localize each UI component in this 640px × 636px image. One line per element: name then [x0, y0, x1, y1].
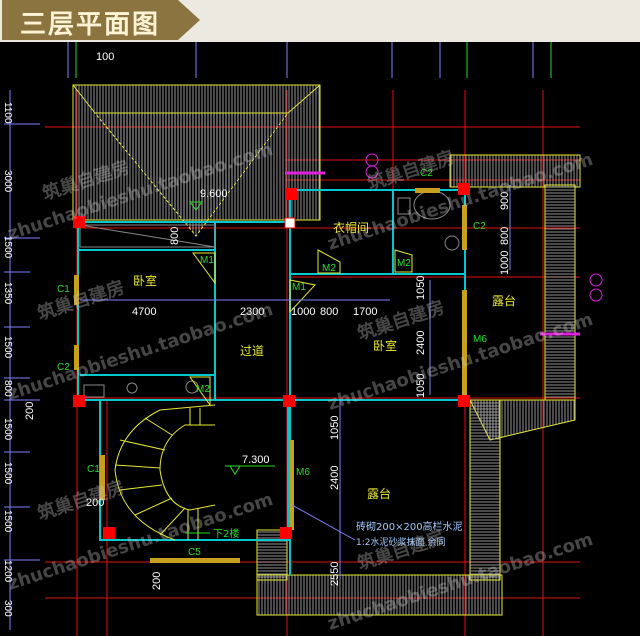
room-corridor: 过道: [240, 344, 264, 358]
window-label: C1: [57, 284, 70, 295]
window-label: C5: [188, 547, 201, 558]
dim-label: 800: [2, 380, 13, 397]
dimension-labels: 4700 2300 1000 800 1700 1050 2400 1050 8…: [24, 192, 511, 590]
room-terrace-bottom: 露台: [367, 486, 391, 501]
note-leader: [291, 504, 356, 541]
inner-dimension-lines: [80, 185, 511, 578]
dim-1050: 1050: [415, 374, 427, 398]
dim-label: 1500: [2, 336, 13, 359]
page-title: 三层平面图: [20, 10, 161, 40]
door-label: M1: [200, 255, 214, 266]
dim-2550: 2550: [329, 562, 341, 586]
roof-slope: [72, 84, 321, 237]
dim-label: 1200: [2, 560, 13, 583]
top-ticks: [67, 42, 534, 78]
dim-label: 1100: [2, 102, 13, 124]
room-bedroom-right: 卧室: [373, 338, 397, 353]
dim-1050: 1050: [329, 416, 341, 440]
door-label: M2: [397, 258, 411, 269]
dim-1700: 1700: [353, 306, 377, 318]
dim-800: 800: [499, 227, 511, 245]
fixtures: [79, 190, 460, 398]
note-line-2: 1:2水泥砂浆抹面 余同: [356, 536, 445, 548]
left-dimension-chain: [4, 90, 40, 630]
room-labels: 衣帽间 卧室 卧室 过道 露台 露台: [133, 220, 516, 501]
column-marker: [284, 217, 296, 229]
level-marker-icon: [229, 465, 241, 475]
window-label: C2: [473, 221, 486, 232]
dim-2300: 2300: [240, 306, 264, 318]
left-dimension-labels: 1100 3000 1500 1350 1500 800 1500 1500 1…: [2, 102, 13, 617]
section-callouts: [285, 153, 603, 336]
dim-800: 800: [320, 306, 338, 318]
dim-900: 900: [499, 192, 511, 210]
dim-label: 1350: [2, 282, 13, 305]
dim-4700: 4700: [132, 306, 156, 318]
dim-200: 200: [151, 572, 163, 590]
floor-plan: 1100 3000 1500 1350 1500 800 1500 1500 1…: [0, 42, 640, 636]
room-bedroom-left: 卧室: [133, 273, 157, 288]
dim-label: 3000: [2, 170, 13, 193]
room-wardrobe: 衣帽间: [333, 220, 369, 235]
windows: [74, 188, 467, 563]
roof-level: 9.600: [200, 188, 228, 200]
level-marker-icon: [189, 201, 203, 211]
dim-label: 1500: [2, 462, 13, 485]
window-label: C2: [420, 168, 433, 179]
dim-2400: 2400: [329, 466, 341, 490]
dim-800: 800: [169, 227, 181, 245]
dim-1000: 1000: [291, 306, 315, 318]
dim-2400: 2400: [415, 331, 427, 355]
door-swings: [189, 249, 413, 407]
dim-label: 1500: [2, 510, 13, 533]
dim-label: 1500: [2, 236, 13, 259]
dim-1000: 1000: [499, 251, 511, 275]
window-label: C1: [87, 464, 100, 475]
dim-200: 200: [86, 497, 104, 509]
floor-level: 7.300: [242, 454, 270, 466]
door-label: M2: [196, 384, 210, 395]
door-label: M1: [292, 282, 306, 293]
opening-labels: M1 M1 M2 M2 M2 M6 M6 C1 C1 C2 C2 C2 C5: [57, 168, 487, 558]
stairs-label: 下2楼: [213, 527, 239, 540]
room-terrace-right: 露台: [492, 293, 516, 308]
dim-top: 100: [96, 51, 114, 63]
door-label: M6: [296, 467, 310, 478]
window-label: C2: [57, 362, 70, 373]
columns: [73, 183, 470, 539]
header-banner: 三层平面图: [0, 0, 640, 42]
dim-1050: 1050: [415, 276, 427, 300]
title-tab-arrow: [178, 0, 200, 40]
title-tab: [2, 0, 178, 40]
spiral-staircase: [114, 404, 216, 541]
dim-200: 200: [24, 402, 36, 420]
door-label: M6: [473, 334, 487, 345]
door-label: M2: [322, 263, 336, 274]
note-line-1: 砖砌200×200高栏水泥: [356, 520, 463, 533]
dim-label: 300: [2, 600, 13, 617]
dim-label: 1500: [2, 418, 13, 441]
